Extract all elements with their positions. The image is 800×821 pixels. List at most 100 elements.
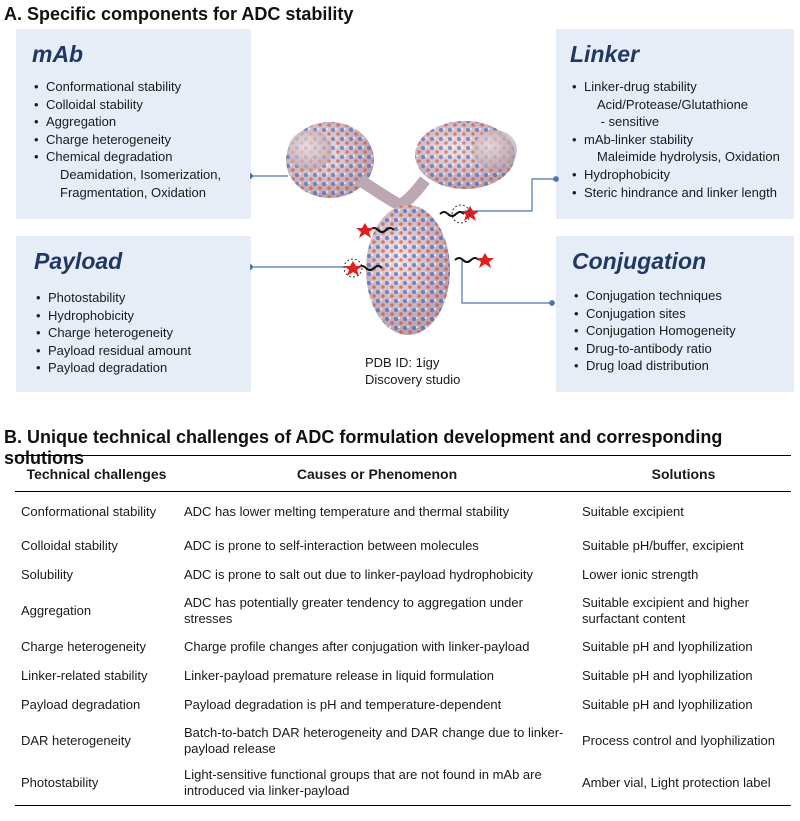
payload-star <box>461 206 479 221</box>
mab-item: Conformational stability <box>32 78 235 96</box>
linker-item: Hydrophobicity <box>570 166 780 184</box>
payload-stars <box>344 206 494 276</box>
connector-lines <box>250 173 559 306</box>
table-header: Solutions <box>576 455 791 492</box>
table-cell: Lower ionic strength <box>582 567 699 582</box>
table-cell: ADC is prone to self-interaction between… <box>184 538 479 553</box>
mab-title: mAb <box>32 41 84 67</box>
table-cell: Aggregation <box>21 602 92 618</box>
table-row: Linker-related stability Linker-payload … <box>15 662 791 691</box>
table-header: Technical challenges <box>15 455 178 492</box>
conjugation-item: Conjugation techniques <box>572 287 778 305</box>
conjugation-panel: Conjugation Conjugation techniques Conju… <box>556 236 794 392</box>
payload-item: Hydrophobicity <box>34 307 233 325</box>
table-row: Charge heterogeneity Charge profile chan… <box>15 632 791 662</box>
table-cell: Conformational stability <box>21 503 157 519</box>
conjugation-title: Conjugation <box>572 248 707 274</box>
table-cell: Suitable pH and lyophilization <box>582 668 753 683</box>
linker-chain <box>454 257 480 263</box>
payload-title: Payload <box>34 248 123 274</box>
table-cell: Suitable excipient and higher surfactant… <box>582 594 749 626</box>
mab-item: Chemical degradation <box>32 148 235 166</box>
payload-item: Payload degradation <box>34 359 233 377</box>
table-header-row: Technical challenges Causes or Phenomeno… <box>15 455 791 492</box>
payload-item: Charge heterogeneity <box>34 324 233 342</box>
linker-subitem: Maleimide hydrolysis, Oxidation <box>597 149 780 165</box>
payload-panel: Payload Photostability Hydrophobicity Ch… <box>16 236 251 392</box>
table-cell: Colloidal stability <box>21 538 118 553</box>
linker-item: Linker-drug stability <box>570 78 780 96</box>
table-row: Photostability Light-sensitive functiona… <box>15 761 791 806</box>
linker-subitem: - sensitive <box>597 114 660 130</box>
table-cell: Suitable pH and lyophilization <box>582 697 753 712</box>
fab-arm-left <box>286 122 374 198</box>
mab-item: Aggregation <box>32 113 235 131</box>
fab-arm-right <box>415 121 517 189</box>
linker-payload-group <box>343 204 494 278</box>
table-cell: Payload degradation is pH and temperatur… <box>184 697 502 712</box>
table-cell: ADC has potentially greater tendency to … <box>184 594 523 626</box>
connector-linker <box>465 178 556 212</box>
connector-dot <box>250 264 253 270</box>
mab-item: Charge heterogeneity <box>32 131 235 149</box>
conjugation-item: Drug-to-antibody ratio <box>572 340 778 358</box>
antibody-structure-illustration <box>250 121 559 335</box>
table-cell: Suitable pH/buffer, excipient <box>582 538 744 553</box>
table-cell: Suitable excipient <box>582 503 684 519</box>
table-cell: Linker-related stability <box>21 668 148 683</box>
table-cell: Photostability <box>15 761 178 806</box>
table-header: Causes or Phenomenon <box>178 455 576 492</box>
table-cell: DAR heterogeneity <box>21 732 131 748</box>
table-row: Payload degradation Payload degradation … <box>15 691 791 720</box>
linker-item: Steric hindrance and linker length <box>570 184 780 202</box>
table-row: Solubility ADC is prone to salt out due … <box>15 561 791 590</box>
table-row: Conformational stability ADC has lower m… <box>15 492 791 532</box>
payload-item: Photostability <box>34 289 233 307</box>
table-cell: Linker-payload premature release in liqu… <box>184 668 495 683</box>
table-cell: Charge profile changes after conjugation… <box>184 638 530 654</box>
pdb-id: PDB ID: 1igy <box>365 355 440 370</box>
payload-star <box>344 261 362 276</box>
linker-item: mAb-linker stability <box>570 131 780 149</box>
linker-title: Linker <box>570 41 640 67</box>
payload-list: Photostability Hydrophobicity Charge het… <box>34 289 233 377</box>
payload-highlight-circle <box>343 258 363 278</box>
mab-list: Conformational stability Colloidal stabi… <box>32 78 235 166</box>
table-row: Aggregation ADC has potentially greater … <box>15 590 791 632</box>
connector-dot <box>250 173 253 179</box>
section-a-title: A. Specific components for ADC stability <box>4 4 354 24</box>
connector-dot <box>553 176 559 182</box>
table-cell: Amber vial, Light protection label <box>576 761 791 806</box>
mab-item: Colloidal stability <box>32 96 235 114</box>
table-row: Colloidal stability ADC is prone to self… <box>15 532 791 561</box>
payload-star <box>356 223 374 238</box>
table-cell: Batch-to-batch DAR heterogeneity and DAR… <box>184 724 564 756</box>
challenges-table: Technical challenges Causes or Phenomeno… <box>15 455 791 806</box>
table-cell: Light-sensitive functional groups that a… <box>178 761 576 806</box>
table-row: DAR heterogeneity Batch-to-batch DAR het… <box>15 720 791 762</box>
linker-list-2: mAb-linker stability <box>570 131 780 149</box>
payload-star <box>476 253 494 268</box>
table-cell: Process control and lyophilization <box>582 732 775 748</box>
hinge-region <box>356 175 430 212</box>
conjugation-list: Conjugation techniques Conjugation sites… <box>572 287 778 375</box>
mab-subitem: Fragmentation, Oxidation <box>60 184 206 200</box>
pdb-caption: PDB ID: 1igy Discovery studio <box>365 354 460 388</box>
table-cell: ADC has lower melting temperature and th… <box>184 503 510 519</box>
connector-conjugation <box>461 260 552 304</box>
fc-region <box>366 205 450 335</box>
conjugation-item: Conjugation sites <box>572 305 778 323</box>
conjugation-item: Conjugation Homogeneity <box>572 322 778 340</box>
linker-chain <box>439 211 465 217</box>
table-cell: Suitable pH and lyophilization <box>582 638 753 654</box>
mab-subitem: Deamidation, Isomerization, <box>60 166 222 182</box>
linker-subitem: Acid/Protease/Glutathione <box>597 96 749 112</box>
table-cell: ADC is prone to salt out due to linker-p… <box>184 567 534 582</box>
linker-highlight-circle <box>451 204 471 224</box>
conjugation-item: Drug load distribution <box>572 357 778 375</box>
connector-dot <box>549 300 555 306</box>
table-cell: Payload degradation <box>21 697 141 712</box>
linker-panel: Linker Linker-drug stability Acid/Protea… <box>556 29 794 219</box>
table-cell: Solubility <box>21 567 74 582</box>
payload-item: Payload residual amount <box>34 342 233 360</box>
